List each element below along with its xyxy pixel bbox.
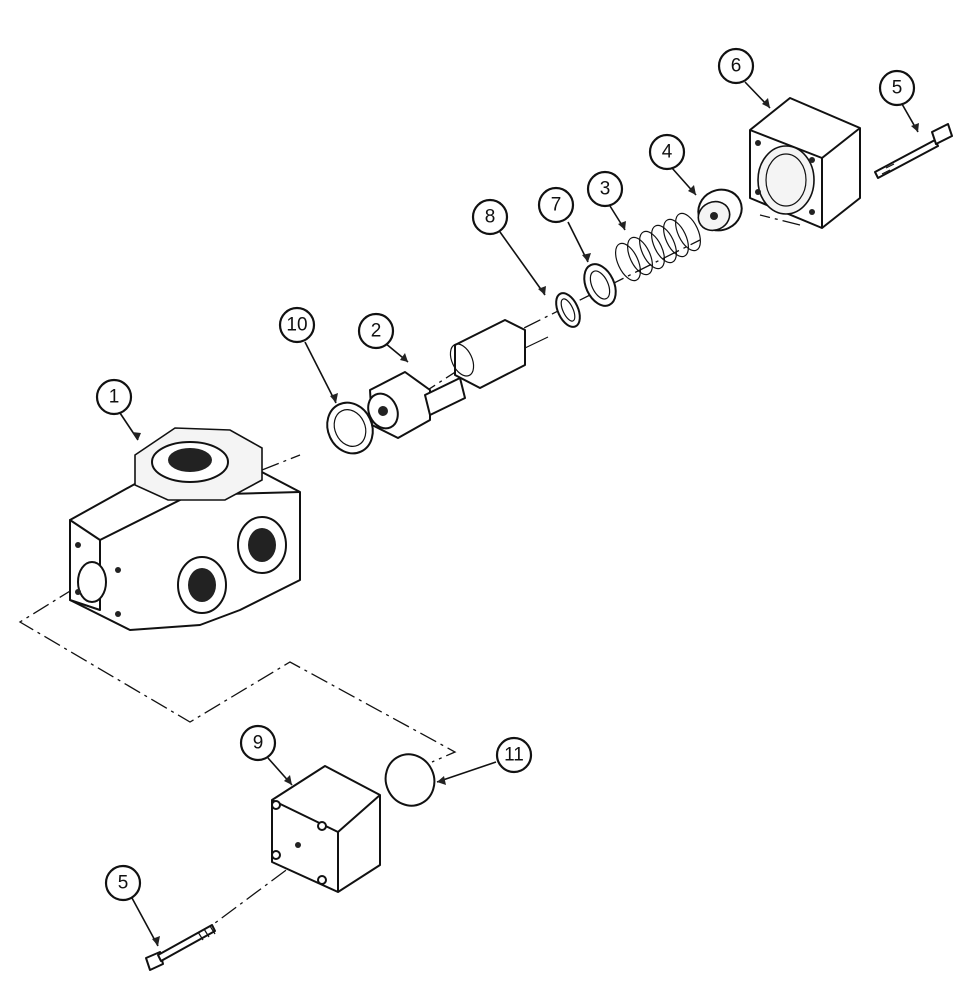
svg-text:9: 9 [253, 733, 264, 754]
washer-part-7 [583, 263, 617, 307]
callout-4: 4 [648, 133, 686, 171]
callout-8: 8 [471, 198, 509, 236]
callout-5-bottom: 5 [104, 864, 142, 902]
spool-part-2 [367, 319, 549, 439]
callout-5-top: 5 [878, 69, 916, 107]
svg-text:5: 5 [118, 873, 129, 894]
svg-text:3: 3 [600, 179, 611, 200]
spring-seat-part-4 [697, 188, 743, 232]
callout-10: 10 [278, 306, 316, 344]
snap-ring-part-8 [555, 292, 581, 328]
svg-text:10: 10 [286, 315, 307, 336]
callout-11: 11 [495, 736, 533, 774]
svg-text:7: 7 [551, 195, 562, 216]
cap-screw-part-5-top [874, 123, 953, 179]
ring-part-10 [326, 401, 374, 455]
svg-text:11: 11 [504, 745, 524, 766]
svg-text:6: 6 [731, 56, 742, 77]
svg-text:1: 1 [109, 387, 120, 408]
svg-text:4: 4 [662, 142, 673, 163]
callout-6: 6 [717, 47, 755, 85]
svg-text:2: 2 [371, 321, 382, 342]
spring-part-3 [615, 212, 701, 282]
callout-9: 9 [239, 724, 277, 762]
svg-text:8: 8 [485, 207, 496, 228]
valve-body-part-1 [69, 427, 301, 631]
callout-1: 1 [95, 378, 133, 416]
callout-2: 2 [357, 312, 395, 350]
end-cap-part-6 [749, 97, 861, 229]
o-ring-part-11 [384, 753, 436, 807]
cap-screw-part-5-bottom [145, 924, 216, 971]
svg-text:5: 5 [892, 78, 903, 99]
callout-3: 3 [586, 170, 624, 208]
end-cap-part-9 [271, 765, 381, 893]
callout-7: 7 [537, 186, 575, 224]
leader-lines [119, 81, 919, 947]
